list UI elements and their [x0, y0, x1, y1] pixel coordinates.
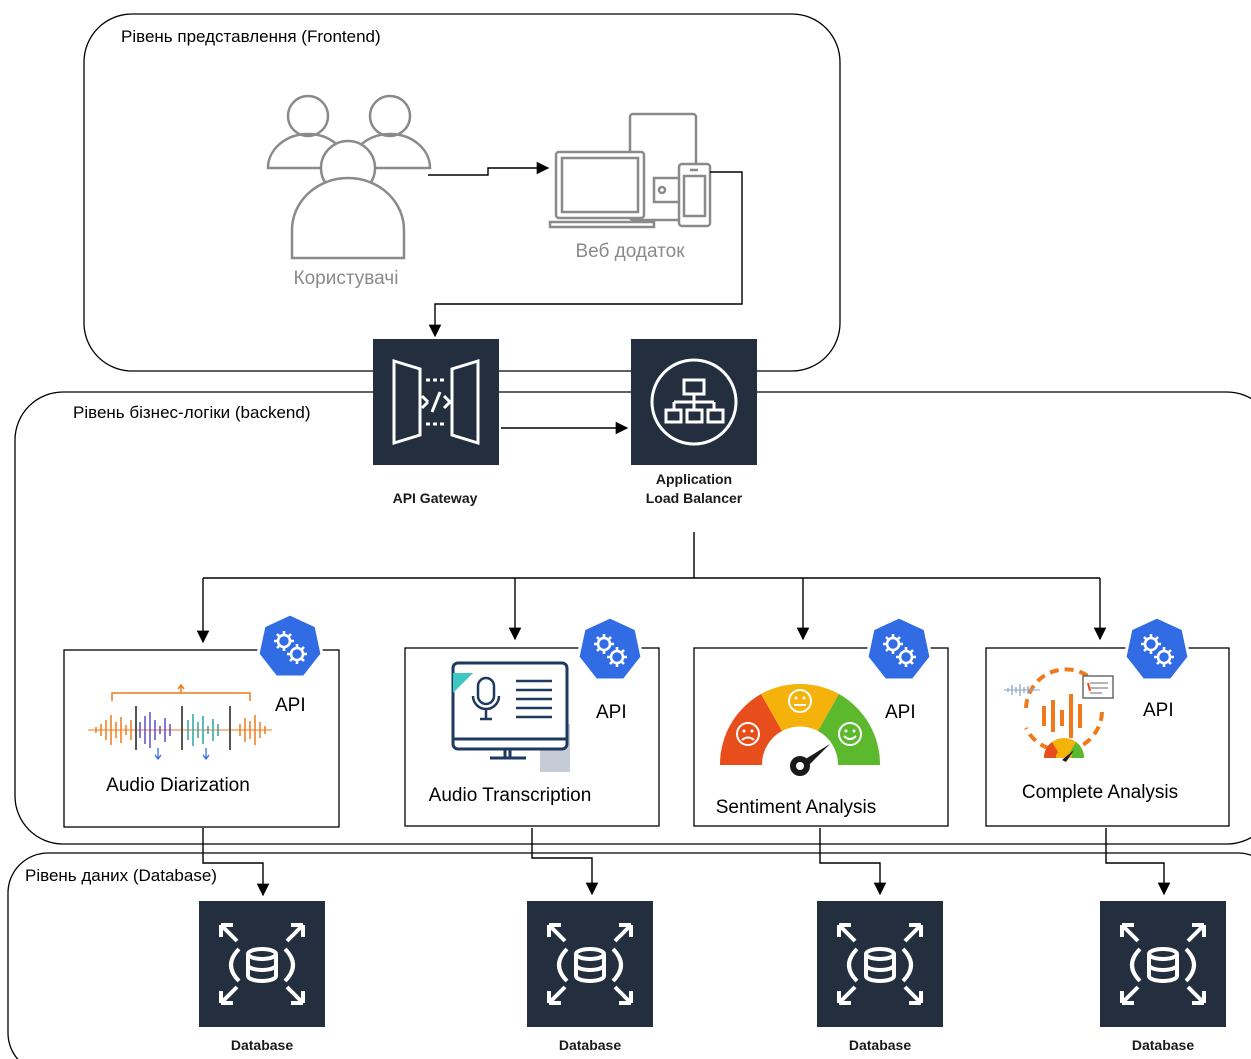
load-balancer-label-1: Application — [656, 471, 732, 487]
load-balancer-label-2: Load Balancer — [646, 490, 743, 506]
database-label: Database — [559, 1037, 621, 1053]
database-icon — [197, 899, 327, 1029]
database-label: Database — [849, 1037, 911, 1053]
api-label: API — [885, 702, 916, 723]
data-zone — [7, 852, 1251, 1059]
kubernetes-icon — [256, 612, 324, 679]
analysis-icon — [1004, 667, 1114, 762]
service-sentiment-analysis: Sentiment Analysis API — [693, 615, 949, 827]
database-label: Database — [1132, 1037, 1194, 1053]
devices-icon — [548, 112, 712, 229]
database-icon — [815, 899, 945, 1029]
service-complete-analysis: Complete Analysis API — [985, 615, 1230, 827]
gauge-icon — [719, 683, 881, 776]
load-balancer-icon — [631, 339, 757, 465]
kubernetes-icon — [576, 615, 644, 682]
kubernetes-icon — [1123, 615, 1191, 682]
service-title: Audio Diarization — [106, 775, 250, 796]
api-gateway-icon — [373, 339, 499, 465]
monitor-mic-icon — [451, 661, 570, 772]
webapp-label: Веб додаток — [575, 241, 685, 262]
backend-zone-title: Рівень бізнес-логіки (backend) — [73, 403, 311, 422]
api-label: API — [275, 695, 306, 716]
database-icon — [1098, 899, 1228, 1029]
users-icon — [266, 94, 432, 260]
database-icon — [525, 899, 655, 1029]
api-gateway-label: API Gateway — [393, 490, 478, 506]
kubernetes-icon — [865, 615, 933, 682]
service-title: Audio Transcription — [429, 785, 592, 806]
waveform-icon — [88, 683, 272, 761]
frontend-zone-title: Рівень представлення (Frontend) — [121, 27, 381, 46]
users-label: Користувачі — [294, 268, 399, 289]
data-zone-title: Рівень даних (Database) — [25, 866, 217, 885]
api-label: API — [1143, 700, 1174, 721]
service-audio-diarization: Audio Diarization API — [63, 612, 340, 828]
database-label: Database — [231, 1037, 293, 1053]
frontend-zone — [83, 13, 841, 372]
service-audio-transcription: Audio Transcription API — [404, 615, 660, 827]
service-title: Complete Analysis — [1022, 782, 1178, 803]
service-title: Sentiment Analysis — [716, 797, 877, 818]
api-label: API — [596, 702, 627, 723]
connectors — [196, 161, 1171, 897]
